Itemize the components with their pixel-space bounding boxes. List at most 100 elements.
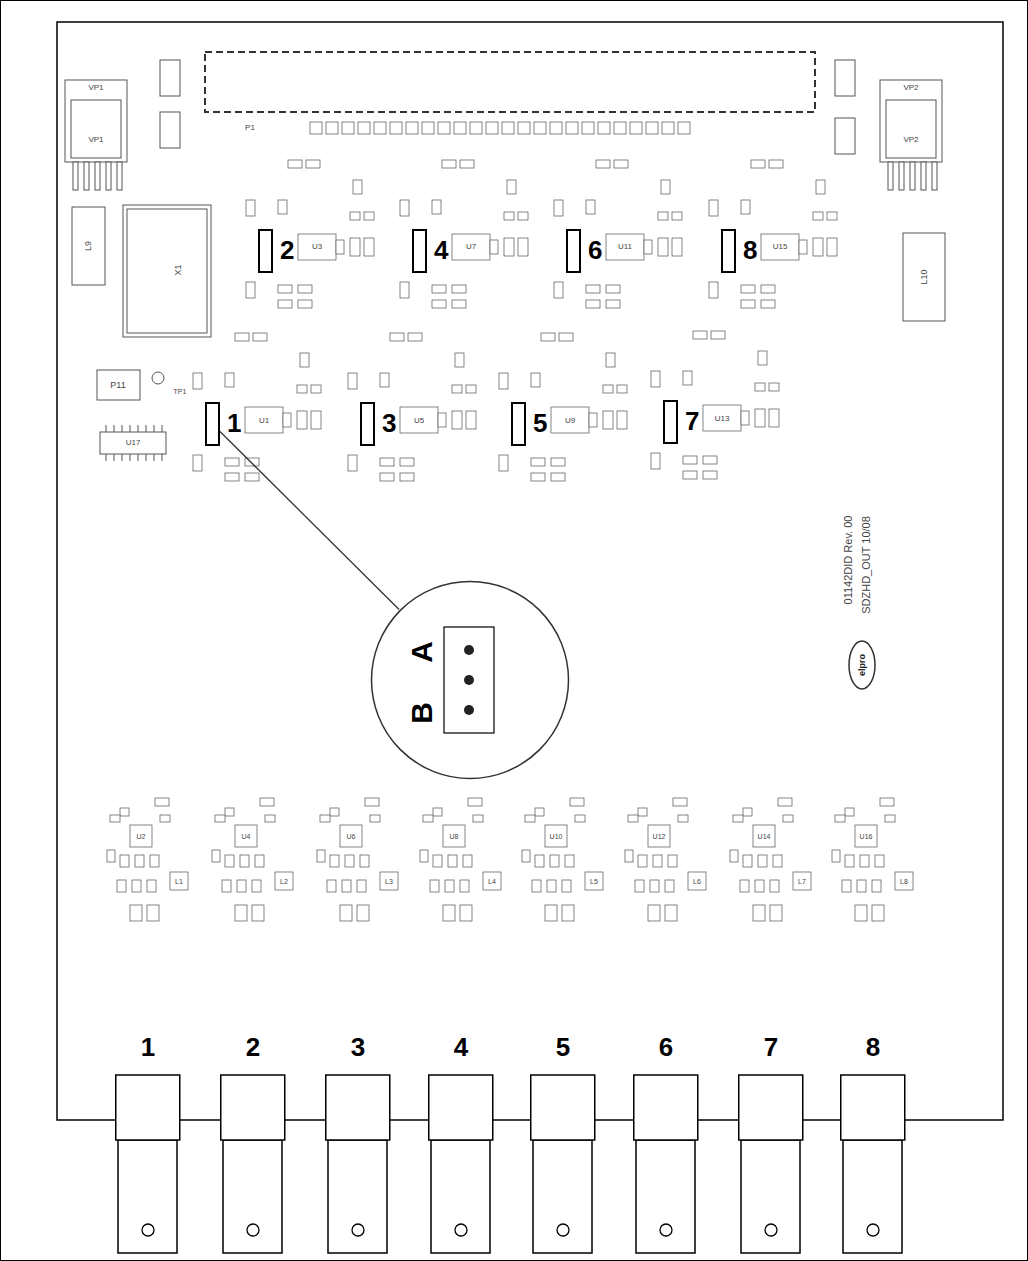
pad	[278, 285, 292, 293]
pad	[330, 855, 339, 867]
pad	[761, 300, 775, 308]
pad	[454, 122, 466, 134]
callout-number: 1	[227, 408, 241, 438]
pad	[518, 212, 528, 220]
part-label: U14	[758, 833, 771, 840]
pad	[741, 300, 755, 308]
part-label: elpro	[858, 654, 867, 676]
pad	[535, 855, 544, 867]
pad	[433, 855, 442, 867]
pad	[400, 473, 414, 481]
pad	[678, 122, 690, 134]
part-label: VP2	[903, 136, 918, 144]
pad	[400, 458, 414, 466]
part-label: 01142DID Rev. 00	[843, 516, 854, 605]
pad	[773, 855, 782, 867]
callout-number: 2	[280, 235, 294, 265]
pad	[390, 122, 402, 134]
pad	[743, 808, 752, 816]
connector-drawing	[633, 1030, 699, 1256]
connector-body	[116, 1075, 180, 1140]
pad	[225, 473, 239, 481]
pad	[827, 212, 837, 220]
pad	[348, 373, 357, 389]
pad	[380, 458, 394, 466]
pad	[326, 122, 338, 134]
pad	[342, 122, 354, 134]
pad	[120, 855, 129, 867]
pad	[842, 880, 851, 892]
connector-tab	[431, 1140, 490, 1253]
pad	[433, 808, 442, 816]
pad	[353, 180, 362, 194]
mounting-hole	[247, 1224, 259, 1236]
callout-number: A	[406, 641, 438, 663]
magnifier-drawing	[370, 580, 570, 780]
jumper-outline	[360, 402, 375, 446]
part-label: L7	[798, 878, 806, 885]
mounting-hole	[660, 1224, 672, 1236]
part-label: U2	[137, 833, 146, 840]
chip-tab	[336, 240, 344, 254]
part-label: U16	[860, 833, 873, 840]
connector-tab	[328, 1140, 387, 1253]
pad	[582, 122, 594, 134]
pad	[758, 351, 767, 365]
pad	[518, 122, 530, 134]
callout-number: 7	[738, 1030, 804, 1064]
callout-number: B	[406, 702, 438, 724]
pad	[711, 331, 725, 339]
chip-tab	[438, 413, 446, 427]
jumper: 5	[511, 401, 559, 447]
part-label: L6	[693, 878, 701, 885]
pad	[306, 160, 320, 168]
part-label: L5	[590, 878, 598, 885]
pad	[222, 880, 231, 892]
pad	[499, 455, 508, 471]
pad	[562, 880, 571, 892]
pad	[340, 905, 352, 921]
part-label: U4	[242, 833, 251, 840]
pad	[117, 880, 126, 892]
pad	[380, 473, 394, 481]
pad	[120, 808, 129, 816]
mounting-hole	[765, 1224, 777, 1236]
pad	[554, 200, 563, 216]
part-label: L8	[900, 878, 908, 885]
capacitor-symbol	[160, 60, 855, 154]
pad	[678, 815, 688, 822]
pad	[562, 905, 574, 921]
pad	[661, 180, 670, 194]
pad	[246, 200, 255, 216]
callout-number: 5	[533, 408, 547, 438]
inductor-body	[170, 872, 188, 890]
connector-drawing	[530, 1030, 596, 1256]
pad	[193, 373, 202, 389]
part-label: L1	[175, 878, 183, 885]
pad	[408, 333, 422, 341]
jumper: 3	[360, 401, 408, 447]
part-label: L10	[920, 269, 929, 284]
pad	[460, 160, 474, 168]
pad	[470, 122, 482, 134]
pad	[225, 855, 234, 867]
chip-tab	[644, 240, 652, 254]
pad	[758, 855, 767, 867]
pad	[827, 238, 837, 256]
pad	[240, 855, 249, 867]
crystal-symbol	[72, 205, 945, 454]
pad	[603, 385, 613, 393]
inductor-body	[688, 872, 706, 890]
pad	[741, 285, 755, 293]
pad	[460, 880, 469, 892]
pad	[559, 333, 573, 341]
pad	[390, 333, 404, 341]
pad	[683, 471, 697, 479]
pad	[522, 850, 530, 862]
pad	[365, 798, 379, 806]
pad	[778, 798, 792, 806]
pad	[565, 855, 574, 867]
pad	[310, 122, 322, 134]
callout-number: 6	[633, 1030, 699, 1064]
